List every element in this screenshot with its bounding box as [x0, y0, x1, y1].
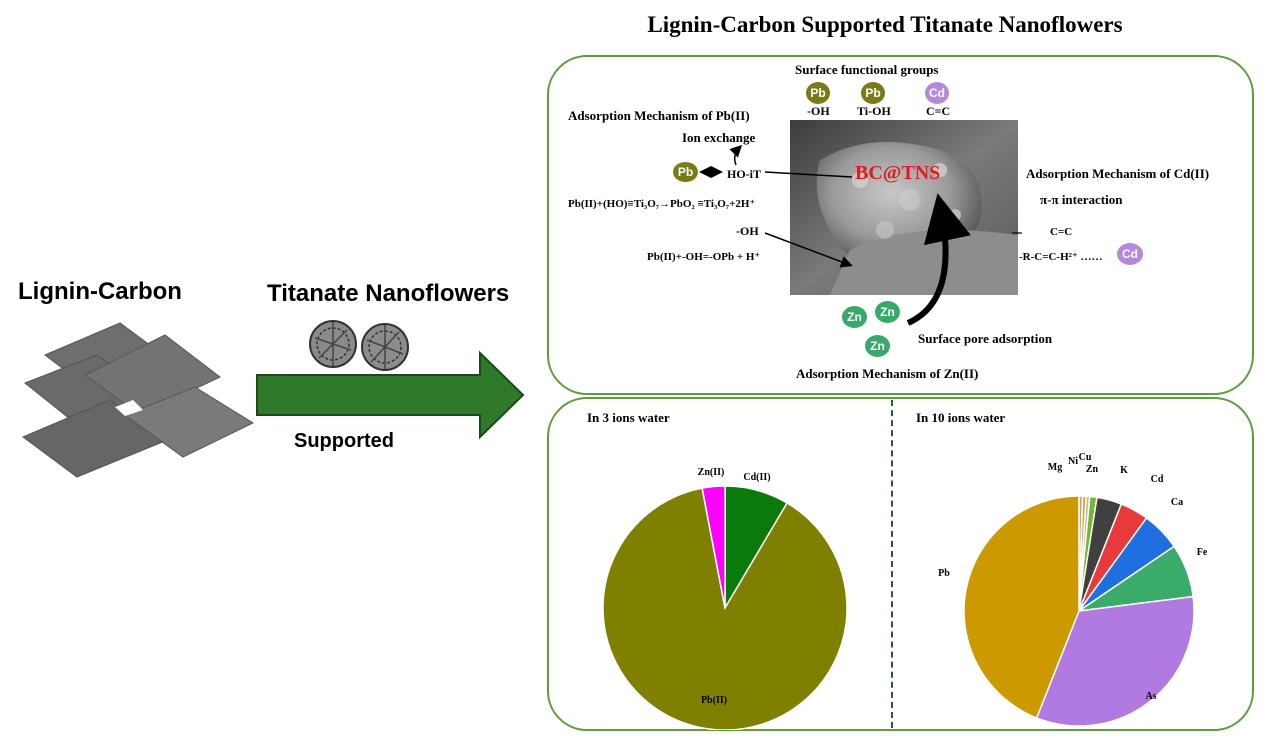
pb-mechanism-title: Adsorption Mechanism of Pb(II) [568, 108, 750, 123]
group-oh-label: -OH [807, 104, 830, 118]
chart2-title: In 10 ions water [916, 410, 1006, 425]
oh-label: -OH [736, 224, 759, 238]
chart1-title: In 3 ions water [587, 410, 670, 425]
figure-title: Lignin-Carbon Supported Titanate Nanoflo… [647, 12, 1123, 37]
ion-water-charts-panel [547, 397, 1254, 731]
pie-label-ca: Ca [1171, 497, 1183, 508]
supported-label: Supported [294, 430, 394, 452]
pie-label-cu: Cu [1079, 452, 1092, 463]
pb-equation-2: Pb(II)+-OH=-OPb + H⁺ [647, 251, 761, 263]
chart-divider [891, 400, 893, 728]
pie-slice-znii [701, 485, 726, 609]
titanate-nanoflowers-label: Titanate Nanoflowers [267, 280, 510, 307]
zn-ball-1: Zn [842, 306, 867, 328]
pie-label-zn: Zn [1086, 464, 1099, 475]
pie-slice-pbii [602, 487, 848, 730]
cd-ball-interaction: Cd [1117, 243, 1143, 265]
zn-ball-3: Zn [865, 335, 890, 357]
pie-slice-as [1035, 595, 1195, 727]
cd-chain-label: -R-C=C-H²⁺ …… [1019, 251, 1103, 263]
pb-ball-oh: Pb [806, 82, 830, 104]
cd-cc-label: C=C [1050, 226, 1073, 238]
surface-groups-label: Surface functional groups [795, 62, 939, 77]
group-cc-label: C=C [926, 104, 951, 118]
lignin-carbon-label: Lignin-Carbon [18, 278, 182, 305]
pie-slice-pb [963, 495, 1080, 719]
bc-tns-label: BC@TNS [855, 162, 941, 184]
pb-ball-tioh: Pb [861, 82, 885, 104]
pie-label-k: K [1120, 465, 1128, 476]
ho-it-label: HO-iT [727, 167, 762, 181]
pie-label-pbii: Pb(II) [701, 695, 727, 706]
pie-label-cd: Cd [1151, 474, 1164, 485]
pb-equation-1: Pb(II)+(HO)≡Ti₃O₇→PbO₂ ≡Ti₃O₇+2H⁺ [568, 198, 756, 210]
group-tioh-label: Ti-OH [857, 104, 891, 118]
surface-pore-label: Surface pore adsorption [918, 331, 1053, 346]
supported-arrow [256, 350, 525, 440]
pie-label-ni: Ni [1068, 456, 1078, 467]
ion-exchange-label: Ion exchange [682, 130, 756, 145]
pie-label-mg: Mg [1048, 462, 1062, 473]
nanoflower-particles-graphic [309, 320, 409, 371]
cd-ball-cc: Cd [925, 82, 949, 104]
adsorption-mechanism-panel [547, 55, 1254, 395]
pi-pi-interaction-label: π-π interaction [1040, 192, 1123, 207]
zn-mechanism-title: Adsorption Mechanism of Zn(II) [796, 366, 979, 381]
pie-label-as: As [1145, 691, 1156, 702]
pie-label-cdii: Cd(II) [743, 472, 770, 483]
lignin-carbon-sheets-graphic [22, 322, 255, 478]
mechanism-arrows [699, 144, 1022, 326]
pie-chart-3-ions: Cd(II) Pb(II) Zn(II) [602, 467, 848, 730]
pie-label-fe: Fe [1197, 547, 1208, 558]
cd-mechanism-title: Adsorption Mechanism of Cd(II) [1026, 166, 1210, 181]
zn-ball-2: Zn [875, 301, 900, 323]
pie-label-znii: Zn(II) [698, 467, 725, 478]
pb-ball-ion-exchange: Pb [673, 162, 698, 182]
pie-label-pb: Pb [938, 568, 950, 579]
